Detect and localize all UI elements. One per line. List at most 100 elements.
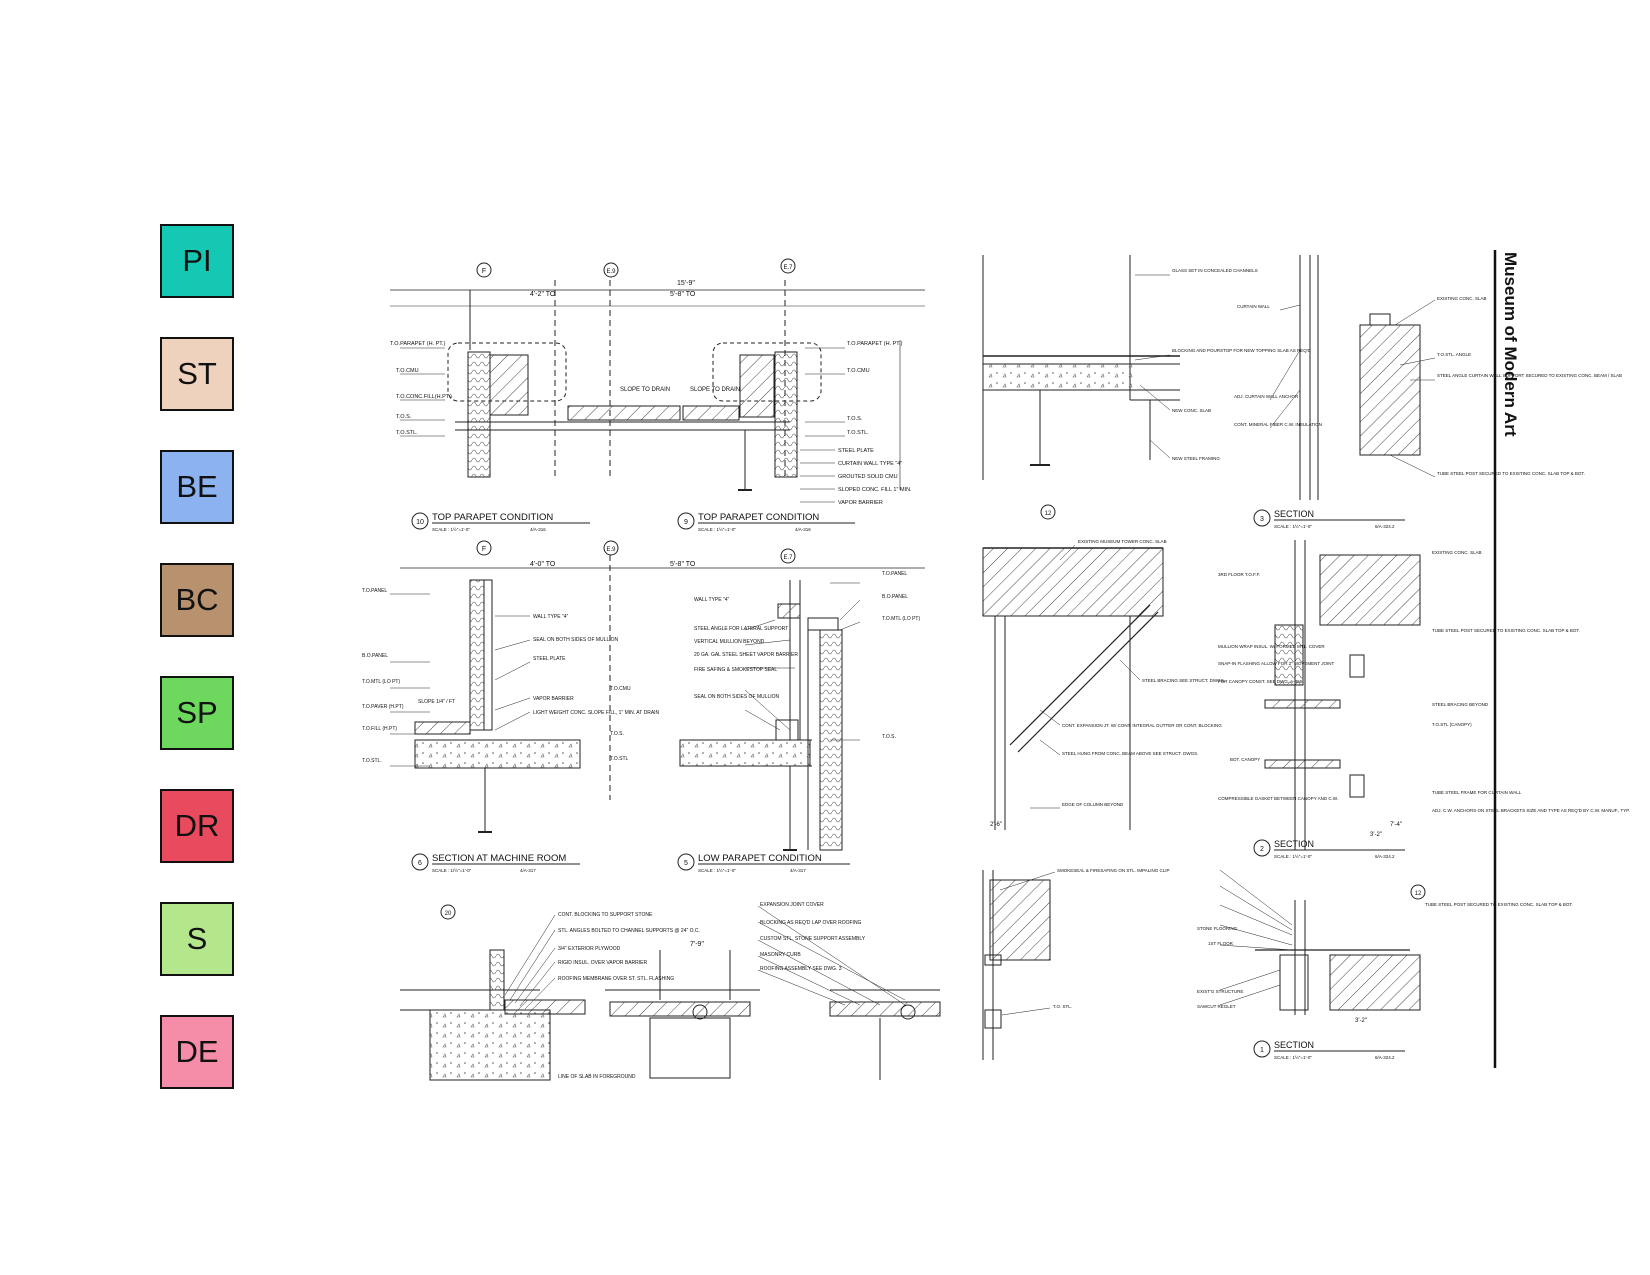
note: 1ST FLOOR [1208, 941, 1234, 946]
detail-section-machine-room [390, 555, 925, 833]
dimension-label: 3'-2" [1355, 1018, 1367, 1024]
detail-title-2: 2 SECTION SCALE : 1½"=1'-0" 6/A-324.2 [1253, 839, 1405, 859]
detail-ref: 4/A-317 [520, 868, 536, 873]
detail-scale: SCALE : 1½"=1'-0" [1274, 523, 1312, 529]
dimension-label: 3'-2" [1370, 832, 1382, 838]
legend-code: BE [176, 469, 218, 504]
notes-low-parapet: WALL TYPE "4" STEEL ANGLE FOR LATERAL SU… [610, 571, 920, 762]
detail-title-5: 5 LOW PARAPET CONDITION SCALE : 1½"=1'-0… [677, 853, 850, 873]
note: VAPOR BARRIER [533, 696, 574, 702]
dimension-label: 5'-8" TO [670, 561, 696, 568]
detail-title-10: 10 TOP PARAPET CONDITION SCALE : 1½"=1'-… [411, 512, 590, 532]
note: FIRE SAFING & SMOKESTOP SEAL [694, 667, 777, 673]
note: T.O.CMU [396, 368, 419, 374]
note: ADJ. CURTAIN WALL ANCHOR [1234, 394, 1299, 399]
sheet-title: Museum of Modern Art [1501, 252, 1520, 437]
grid-bubble-label: F [482, 268, 486, 275]
note: T.O.STL. [362, 758, 382, 764]
detail-title-9: 9 TOP PARAPET CONDITION SCALE : 1½"=1'-0… [677, 512, 855, 532]
note: T.O.FILL (H.PT) [362, 726, 397, 732]
note: T.O. STL. [1053, 1004, 1072, 1009]
detail-bottom-roof-stone [400, 905, 941, 1081]
note: SEAL ON BOTH SIDES OF MULLION [694, 694, 779, 700]
detail-title-1: 1 SECTION SCALE : 1½"=1'-0" 6/A-324.2 [1253, 1040, 1405, 1060]
detail-title: SECTION AT MACHINE ROOM [432, 853, 566, 864]
note: TUBE STEEL FRAME FOR CURTAIN WALL [1432, 790, 1522, 795]
detail-title-3: 3 SECTION SCALE : 1½"=1'-0" 6/A-324.2 [1253, 509, 1405, 529]
note: T.O.S. [396, 414, 412, 420]
note: ADJ. C.W. ANCHORS ON STEEL BRACKETS SIZE… [1432, 808, 1630, 813]
dimension-label: 7'-4" [1390, 822, 1402, 828]
legend-swatch-dr: DR [160, 789, 234, 863]
detail-scale: SCALE : 1½"=1'-0" [1274, 1054, 1312, 1060]
note: STEEL HUNG FROM CONC. BEAM ABOVE SEE STR… [1062, 751, 1198, 756]
note: VAPOR BARRIER [838, 500, 883, 506]
grid-bubble-12-mid: 12 [1040, 504, 1056, 520]
note: T.O.CONC.FILL(H.PT.) [396, 394, 452, 400]
notes-top-parapet-left: T.O.PARAPET (H. PT.) T.O.CMU T.O.CONC.FI… [390, 341, 452, 436]
note: T.O.S. [882, 734, 896, 740]
grid-bubble-label: 12 [1415, 891, 1422, 897]
note: STEEL ANGLE CURTAIN WALL SUPPORT SECURED… [1437, 373, 1622, 378]
note: WALL TYPE "4" [533, 614, 569, 620]
note: T.O.PARAPET (H. PT.) [847, 341, 903, 347]
note: T.O.S. [847, 416, 863, 422]
note: CONT. MINERAL FIBER C.W. INSULATION [1234, 422, 1322, 427]
note: T.O.STL (CANOPY) [1432, 722, 1472, 727]
legend-code: SP [176, 695, 218, 730]
notes-machine-room: T.O.PANEL WALL TYPE "4" SEAL ON BOTH SID… [362, 588, 660, 764]
note: STEEL PLATE [838, 448, 874, 454]
note: T.O.S. [610, 731, 624, 737]
note: STL. ANGLES BOLTED TO CHANNEL SUPPORTS @… [558, 928, 700, 934]
dimension-label: 2'-6" [990, 822, 1002, 828]
detail-section-3 [982, 255, 1436, 500]
detail-number: 2 [1260, 846, 1264, 853]
note: CONT. EXPANSION JT. W/ CONT. INTEGRAL GU… [1062, 723, 1222, 728]
note: STEEL PLATE [533, 656, 566, 662]
detail-title-6: 6 SECTION AT MACHINE ROOM SCALE : 1/½"=1… [411, 853, 580, 873]
detail-scale: SCALE : 1/½"=1'-0" [432, 867, 472, 873]
note: T.O.CMU [610, 686, 631, 692]
note: TUBE STEEL POST SECURED TO EXISTING CONC… [1432, 628, 1580, 633]
note: T.O.STL. [396, 430, 418, 436]
note: T.O.STL. [847, 430, 869, 436]
note: ROOFING MEMBRANE OVER ST. STL. FLASHING [558, 976, 674, 982]
detail-ref: 6/A-324.2 [1375, 524, 1395, 529]
detail-title: TOP PARAPET CONDITION [432, 512, 553, 523]
dimension-label: 4'-0" TO [530, 561, 556, 568]
dimension-label: 5'-8" TO [670, 291, 696, 298]
note: LINE OF SLAB IN FOREGROUND [558, 1074, 636, 1080]
note: T.O.STL [610, 756, 629, 762]
detail-number: 1 [1260, 1047, 1264, 1054]
detail-ref: 4/A-316 [795, 527, 811, 532]
notes-smokeseal: SMOKESEAL & FIRESAFING ON STL. IMPALING … [1053, 868, 1170, 1009]
note: CONT. BLOCKING TO SUPPORT STONE [558, 912, 653, 918]
note: T.O.MTL (LO PT) [882, 616, 920, 622]
dimension-label: 15'-9" [677, 280, 695, 287]
note: T.O.STL. ANGLE [1437, 352, 1471, 357]
grid-bubble-20: 20 [440, 904, 456, 920]
detail-number: 9 [684, 519, 688, 526]
grid-bubbles-top: F E.9 E.7 [476, 258, 796, 278]
note: 3/4" EXTERIOR PLYWOOD [558, 946, 621, 952]
note: NEW STEEL FRAMING [1172, 456, 1220, 461]
legend-swatch-be: BE [160, 450, 234, 524]
grid-bubble-label: E.7 [783, 265, 793, 271]
note: FOR CANOPY CONST. SEE DWG. A-366 [1218, 679, 1303, 684]
note: STEEL BRACING SEE STRUCT. DWGS. [1142, 678, 1225, 683]
detail-number: 6 [418, 860, 422, 867]
slope-note: SLOPE TO DRAIN [620, 387, 670, 393]
detail-title: SECTION [1274, 509, 1314, 519]
note: EDGE OF COLUMN BEYOND [1062, 802, 1124, 807]
detail-scale: SCALE : 1½"=1'-0" [698, 867, 736, 873]
note: LIGHT WEIGHT CONC. SLOPE FILL, 1" MIN. A… [533, 710, 660, 716]
detail-ref: 4/A-317 [790, 868, 806, 873]
note: GROUTED SOLID CMU [838, 474, 898, 480]
notes-bottom: CONT. BLOCKING TO SUPPORT STONE STL. ANG… [558, 902, 866, 1080]
note: SLOPED CONC. FILL 1" MIN. [838, 487, 912, 493]
legend-swatch-de: DE [160, 1015, 234, 1089]
note: 3RD FLOOR T.O.F.F. [1218, 572, 1260, 577]
note: EXISTING MUSEUM TOWER CONC. SLAB [1078, 539, 1167, 544]
note: EXPANSION JOINT COVER [760, 902, 824, 908]
